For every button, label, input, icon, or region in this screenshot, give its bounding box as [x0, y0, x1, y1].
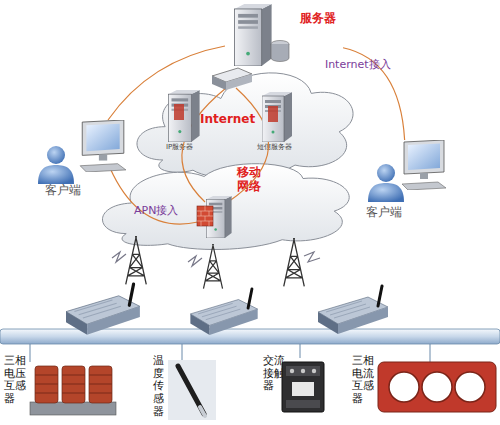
client-person — [38, 146, 74, 184]
device-node: 三相电流互感器 — [350, 348, 498, 425]
radio-tower — [203, 244, 222, 289]
radio-wave — [112, 252, 126, 262]
client-label: 客户端 — [366, 206, 402, 220]
server-icon — [234, 4, 271, 66]
device-node: 交流接触器 — [262, 350, 328, 425]
sensor-probe — [178, 366, 204, 414]
firewall-bricks — [268, 106, 278, 122]
device-label: 三相电压互感器 — [4, 355, 28, 406]
client-monitor — [402, 140, 446, 190]
transformer-body — [35, 366, 58, 403]
sensor-tip — [200, 407, 205, 416]
gprs-modem — [66, 284, 140, 335]
radio-tower — [284, 238, 305, 287]
drop-line — [30, 344, 430, 362]
cloud-label: Internet — [200, 113, 255, 127]
router-side — [226, 74, 252, 90]
server-caption: 短信服务器 — [257, 143, 292, 151]
connector-line — [343, 48, 405, 140]
device-node: 三相电压互感器 — [2, 350, 118, 425]
link-line — [228, 88, 269, 202]
disk-body — [271, 44, 289, 62]
ct-hole — [455, 372, 485, 402]
apn-gateway-icon — [206, 196, 231, 238]
client-person — [368, 164, 404, 202]
ip-server-node: IP服务器 — [160, 88, 210, 154]
radio-wave — [188, 256, 202, 266]
device-label: 三相电流互感器 — [352, 355, 376, 406]
server-node: 服务器 — [225, 2, 343, 68]
device-node: 温度传感器 — [150, 350, 220, 425]
router-top — [212, 68, 252, 82]
transformer-body — [62, 366, 85, 403]
transformer-base — [30, 402, 116, 415]
terminal-screw — [301, 369, 305, 373]
link-line — [182, 88, 226, 202]
firewall-wall — [197, 206, 213, 226]
radio-wave — [304, 252, 320, 262]
ct-hole — [389, 372, 419, 402]
sensor-backdrop — [168, 360, 216, 420]
ct-hole — [422, 372, 452, 402]
edge-label: Internet接入 — [325, 59, 391, 72]
connector-line — [108, 46, 225, 120]
brick-joints — [197, 206, 213, 226]
radio-tower — [126, 236, 147, 285]
ip-server-icon — [168, 90, 199, 142]
sms-server-icon — [262, 92, 292, 142]
contactor-plate — [292, 382, 314, 396]
disk-top — [271, 41, 289, 48]
contactor-terminals — [286, 400, 320, 408]
link-line — [110, 168, 198, 224]
transformer-ribs — [35, 375, 112, 393]
contactor-terminals — [286, 366, 320, 376]
cloud-shape — [137, 73, 353, 178]
terminal-screw — [290, 369, 294, 373]
mobile-cloud: 移动网络 — [95, 152, 355, 254]
client-monitor — [80, 120, 126, 172]
transformer-body — [89, 366, 112, 403]
bus-bar — [0, 329, 500, 344]
client-node: 客户端 — [30, 120, 130, 200]
server-label: 服务器 — [300, 12, 336, 26]
contactor-body — [282, 362, 324, 412]
device-label: 交流接触器 — [263, 355, 287, 393]
sms-server-node: 短信服务器 — [255, 90, 305, 152]
firewall-bricks — [174, 104, 184, 120]
cloud-outline — [95, 152, 355, 254]
device-label: 温度传感器 — [153, 355, 166, 418]
terminal-screw — [312, 369, 316, 373]
gprs-modem — [190, 289, 257, 335]
router-front — [212, 76, 226, 90]
ct-body — [378, 362, 496, 412]
client-node: 客户端 — [362, 140, 452, 222]
client-label: 客户端 — [45, 184, 81, 198]
server-caption: IP服务器 — [166, 143, 193, 151]
cloud-shape — [102, 164, 349, 250]
gprs-modem — [318, 286, 388, 334]
cloud-label: 移动网络 — [237, 166, 264, 194]
